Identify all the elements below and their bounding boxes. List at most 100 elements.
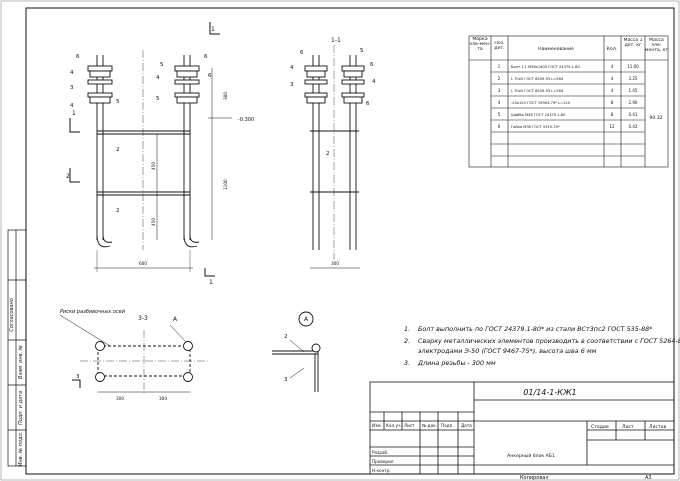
- detail-mark-3: 3: [284, 377, 288, 383]
- front-section-mark-top: 1: [72, 110, 76, 117]
- plan-section-mark: 3: [76, 374, 80, 380]
- note-2-cont: электродами Э-50 (ГОСТ 9467-75*), высота…: [418, 347, 597, 355]
- side-view: [304, 45, 365, 269]
- side-callouts: 6 4 3 5 6 4 6 2: [290, 48, 376, 157]
- side-stamp-replace: Взам. инв. №: [18, 345, 24, 379]
- svg-text:8: 8: [611, 112, 614, 117]
- svg-text:6: 6: [204, 54, 208, 60]
- table-row: 1 Болт 1.1 М36х1400 ГОСТ 24379.1-80 4 11…: [498, 64, 639, 69]
- note-1: Болт выполнить по ГОСТ 24379.1-80* из ст…: [418, 325, 652, 333]
- svg-text:5: 5: [160, 62, 164, 68]
- table-row: 5 Шайба М36 ГОСТ 24379.1-80 8 0.41: [498, 112, 638, 117]
- side-stamp-inventory: Инв. № подл.: [18, 432, 24, 467]
- svg-text:5: 5: [360, 48, 364, 54]
- svg-text:12: 12: [609, 124, 615, 129]
- svg-text:Кол.уч.: Кол.уч.: [386, 423, 402, 428]
- svg-text:4: 4: [156, 75, 160, 81]
- detail-callout: А: [304, 316, 309, 323]
- svg-text:-20х120 ГОСТ 19903-74* L=120: -20х120 ГОСТ 19903-74* L=120: [511, 101, 571, 105]
- svg-text:2.: 2.: [404, 337, 410, 345]
- spec-headers: Марка эле-мен-та Поз. дет. Наименование …: [470, 37, 668, 53]
- svg-text:1.45: 1.45: [629, 88, 638, 93]
- stage-headers: Стадия Лист Листов: [591, 424, 666, 430]
- table-row: 6 Гайка М36 ГОСТ 5915-70* 12 0.42: [498, 124, 638, 129]
- svg-text:4: 4: [498, 100, 501, 105]
- front-callouts: 6 4 3 4 5 5 4 5 6 6 2 2: [70, 54, 212, 214]
- note-3: Длина резьбы - 300 мм: [417, 359, 496, 367]
- svg-text:2: 2: [498, 76, 501, 81]
- svg-text:4: 4: [70, 70, 74, 76]
- plan-leader-note: Риски разбивочных осей: [60, 309, 126, 315]
- svg-text:1: 1: [498, 64, 501, 69]
- svg-text:Кол.: Кол.: [607, 46, 617, 52]
- svg-text:3: 3: [498, 88, 501, 93]
- plan-callout: А: [173, 316, 178, 323]
- svg-text:1.: 1.: [404, 325, 410, 333]
- doc-code: 01/14-1-КЖ1: [523, 388, 576, 397]
- front-section-mark-1b: 1: [209, 279, 213, 286]
- svg-text:Наименование: Наименование: [538, 46, 574, 52]
- detail-a: [272, 311, 321, 392]
- svg-text:L 70х5 ГОСТ 8509-93 L=264: L 70х5 ГОСТ 8509-93 L=264: [511, 89, 564, 93]
- front-section-mark-2: 2: [66, 173, 70, 180]
- table-row: 2 L 70х5 ГОСТ 8509-93 L=564 4 3.25: [498, 76, 638, 81]
- side-view-title: 1-1: [331, 37, 341, 44]
- svg-text:Изм.: Изм.: [372, 423, 382, 428]
- svg-text:Подп.: Подп.: [441, 423, 454, 428]
- svg-text:4: 4: [290, 65, 294, 71]
- side-stamp-agreed: Согласовано: [9, 298, 15, 332]
- side-stamp: [7, 229, 27, 467]
- svg-text:Стадия: Стадия: [591, 424, 609, 430]
- svg-text:2.90: 2.90: [629, 100, 638, 105]
- element-mass: 90.32: [649, 115, 662, 121]
- copied-label: Копировал: [520, 475, 549, 481]
- detail-mark-2: 2: [284, 334, 288, 340]
- svg-text:6: 6: [366, 101, 370, 107]
- notes: 1. Болт выполнить по ГОСТ 24379.1-80* из…: [404, 325, 680, 367]
- note-2: Сварку металлических элементов производи…: [418, 337, 680, 345]
- front-dim-mid: 450: [151, 162, 156, 170]
- svg-text:8: 8: [611, 100, 614, 105]
- title-block-roles: Разраб. Проверил Н.контр.: [372, 450, 394, 473]
- svg-text:11.00: 11.00: [627, 64, 639, 69]
- side-view-dim-width: 300: [331, 261, 339, 266]
- plan-title: 3-3: [138, 315, 148, 322]
- front-level-mark: -0.300: [238, 117, 254, 123]
- svg-text:5: 5: [498, 112, 501, 117]
- front-dim-overall: 1100: [223, 179, 228, 190]
- svg-text:Шайба М36 ГОСТ 24379.1-80: Шайба М36 ГОСТ 24379.1-80: [511, 113, 566, 117]
- svg-text:5: 5: [116, 99, 120, 105]
- svg-text:4: 4: [372, 79, 376, 85]
- svg-text:6: 6: [300, 50, 304, 56]
- spec-rows: 1 Болт 1.1 М36х1400 ГОСТ 24379.1-80 4 11…: [498, 64, 639, 129]
- plan-view: [59, 314, 210, 395]
- plan-dim-left: 300: [116, 396, 124, 401]
- svg-text:5: 5: [156, 96, 160, 102]
- svg-text:Листов: Листов: [649, 424, 666, 430]
- svg-text:Гайка М36 ГОСТ 5915-70*: Гайка М36 ГОСТ 5915-70*: [511, 125, 560, 129]
- svg-text:Лист: Лист: [404, 423, 415, 428]
- svg-text:4: 4: [611, 76, 614, 81]
- title-block-cols: Изм. Кол.уч. Лист № док. Подп. Дата: [372, 423, 472, 428]
- svg-text:4: 4: [70, 103, 74, 109]
- svg-text:0.41: 0.41: [629, 112, 638, 117]
- format-label: А3: [645, 475, 652, 481]
- svg-text:3: 3: [70, 85, 74, 91]
- plan-dim-right: 300: [159, 396, 167, 401]
- svg-text:0.42: 0.42: [629, 124, 638, 129]
- svg-text:Болт 1.1 М36х1400 ГОСТ 24379.1: Болт 1.1 М36х1400 ГОСТ 24379.1-80: [511, 65, 580, 69]
- title-block-lines: [369, 381, 675, 475]
- front-section-mark-1a: 1: [211, 26, 215, 33]
- svg-text:4: 4: [611, 88, 614, 93]
- spec-table: [468, 35, 669, 168]
- svg-text:6: 6: [76, 54, 80, 60]
- svg-text:6: 6: [498, 124, 501, 129]
- svg-text:3.25: 3.25: [629, 76, 638, 81]
- svg-text:2: 2: [116, 147, 120, 153]
- front-dim-width: 600: [139, 261, 147, 266]
- item-name: Анкерный блок АБ1: [507, 452, 555, 459]
- svg-text:L 70х5 ГОСТ 8509-93 L=564: L 70х5 ГОСТ 8509-93 L=564: [511, 77, 564, 81]
- table-row: 4 -20х120 ГОСТ 19903-74* L=120 8 2.90: [498, 100, 638, 105]
